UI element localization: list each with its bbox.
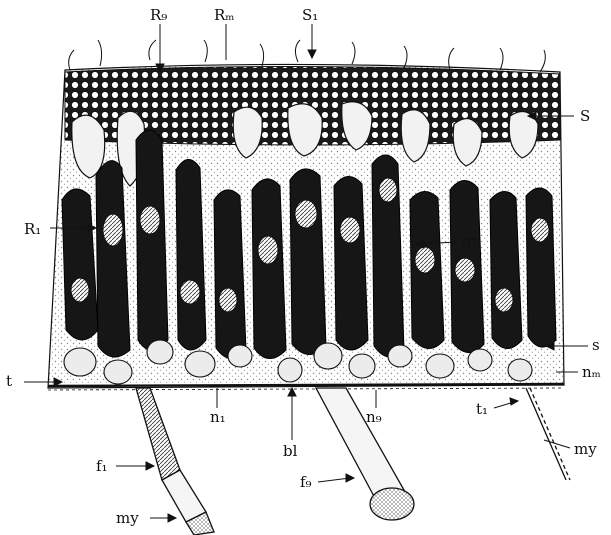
label-n-iii: nₘ xyxy=(582,363,601,381)
label-my-right: my xyxy=(574,440,597,458)
label-t1: t₁ xyxy=(476,400,488,418)
label-my-left: my xyxy=(116,509,139,527)
label-bl: bl xyxy=(283,442,298,460)
label-n-ii: n₉ xyxy=(366,408,382,426)
label-f-ii: f₉ xyxy=(300,473,312,491)
label-s1: S₁ xyxy=(302,6,318,24)
nerve-fibre-left xyxy=(136,388,214,535)
nerve-fibre-right xyxy=(526,388,570,480)
label-s: S xyxy=(580,107,590,125)
label-s-lower: s xyxy=(592,336,600,354)
label-r-ii: R₉ xyxy=(150,6,167,24)
label-f1: f₁ xyxy=(96,457,108,475)
label-r1: R₁ xyxy=(24,220,41,238)
nerve-fibre-middle xyxy=(316,388,414,520)
label-r-iii: Rₘ xyxy=(214,6,235,24)
label-gr: gr xyxy=(462,232,480,250)
label-n1: n₁ xyxy=(210,408,226,426)
label-t: t xyxy=(6,372,12,390)
